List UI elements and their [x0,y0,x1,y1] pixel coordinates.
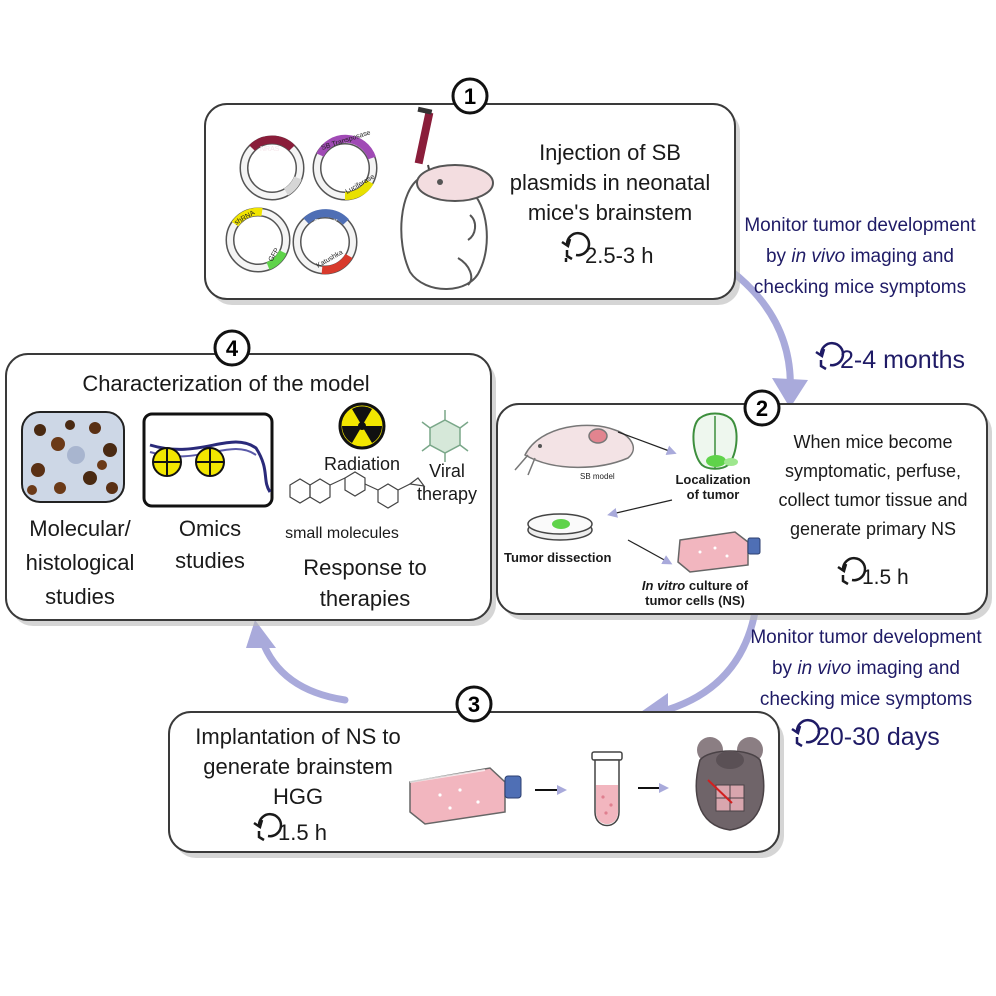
arrow-1-to-2-head [772,378,808,408]
culture-flask-icon [677,531,761,573]
brain-localization-icon [692,412,738,470]
molecular-line-2: histological [26,550,135,575]
note-2-time: 20-30 days [816,723,940,751]
step-1-duration: 2.5-3 h [561,231,654,268]
omics-line-2: studies [175,548,245,573]
note-1-line-1: Monitor tumor development [744,215,976,236]
adult-mouse-icon [514,424,634,476]
step-1-number: 1 [464,84,476,109]
implanted-mouse-icon [695,737,765,831]
plasmid-shrna [225,207,291,273]
plasmid-sb-transposase [312,134,378,201]
step-2-time: 1.5 h [862,566,909,589]
step-4-number: 4 [226,336,239,361]
step-1-time: 2.5-3 h [585,243,654,268]
cell-tube-icon [591,751,623,827]
step-2-badge: 2 [743,389,781,427]
step-2-duration: 1.5 h [837,556,909,589]
step-2-line-2: symptomatic, perfuse, [785,461,961,481]
plasmid-gene-x [292,209,358,275]
molecular-line-1: Molecular/ [29,516,131,541]
timer-icon [837,556,867,586]
response-line-1: Response to [303,555,427,580]
step-2-line-4: generate primary NS [790,519,956,539]
small-molecule-icon [289,471,426,509]
step-3-description: Implantation of NS to generate brainstem… [195,724,400,809]
note-2-duration: 20-30 days [791,718,940,751]
molecular-line-3: studies [45,584,115,609]
step-2-line-3: collect tumor tissue and [778,490,967,510]
step-3-line-1: Implantation of NS to [195,724,400,749]
virus-icon [421,410,469,462]
culture-line-2: tumor cells (NS) [645,593,745,608]
cycle-arrows [246,266,808,728]
step-2-panel: SB model Localization of tumor Tumor dis… [496,389,992,620]
culture-line-1: In vitro culture of [642,578,749,593]
note-1-time: 2-4 months [840,346,965,374]
omics-line-1: Omics [179,516,241,541]
small-molecules-label: small molecules [285,525,399,542]
tumor-dissection-label: Tumor dissection [504,550,611,565]
monitor-note-1: Monitor tumor development by in vivo ima… [744,215,976,298]
note-1-line-3: checking mice symptoms [754,277,966,298]
note-2-line-3: checking mice symptoms [760,689,972,710]
step-1-panel: NRAS SB Transposase Luciferase shRNA GFP… [204,77,740,305]
step-4-panel: Characterization of the model Molecular/… [5,329,496,626]
neonatal-mouse-icon [400,164,494,290]
step-1-line-3: mice's brainstem [528,200,692,225]
localization-line-2: of tumor [687,487,740,502]
radiation-icon [338,402,386,450]
timer-icon [815,341,845,371]
arrow-3-to-4-head [246,620,276,648]
sb-model-label: SB model [580,472,615,481]
step-3-line-2: generate brainstem [203,754,393,779]
arrow-1-to-2 [726,266,794,399]
step-2-line-1: When mice become [793,432,952,452]
localization-line-1: Localization [675,472,750,487]
viral-line-2: therapy [417,484,477,504]
note-1-line-2: by in vivo imaging and [766,246,954,267]
step-1-line-1: Injection of SB [539,140,681,165]
step-3-time: 1.5 h [278,820,327,845]
step-2-number: 2 [756,396,768,421]
timer-icon [791,718,821,748]
step-3-duration: 1.5 h [253,812,327,845]
step-1-description: Injection of SB plasmids in neonatal mic… [510,140,711,225]
culture-flask-icon [409,767,522,825]
timer-icon [253,812,283,842]
step-4-badge: 4 [213,329,251,367]
step-1-badge: 1 [451,77,489,115]
note-2-line-2: by in vivo imaging and [772,658,960,679]
arrow-3-to-4 [258,636,349,704]
step-1-line-2: plasmids in neonatal [510,170,711,195]
monitor-note-2: Monitor tumor development by in vivo ima… [750,627,982,710]
step-3-badge: 3 [455,685,493,723]
step-3-panel: Implantation of NS to generate brainstem… [168,685,784,858]
plasmid-nras [239,135,305,201]
petri-dish-icon [527,513,593,541]
plasmid-genex-label: Gene X [314,219,338,226]
step-2-description: When mice become symptomatic, perfuse, c… [778,432,967,539]
response-line-2: therapies [320,586,411,611]
step-4-title: Characterization of the model [82,371,369,396]
viral-line-1: Viral [429,461,465,481]
radiation-label: Radiation [324,454,400,474]
step-3-number: 3 [468,692,480,717]
timer-icon [561,231,591,262]
step-3-line-3: HGG [273,784,323,809]
arrow-2-to-3 [656,608,759,716]
omics-image [142,412,274,508]
histology-image [21,411,125,503]
note-2-line-1: Monitor tumor development [750,627,982,648]
plasmid-nras-label: NRAS [260,146,280,153]
note-1-duration: 2-4 months [815,341,965,374]
